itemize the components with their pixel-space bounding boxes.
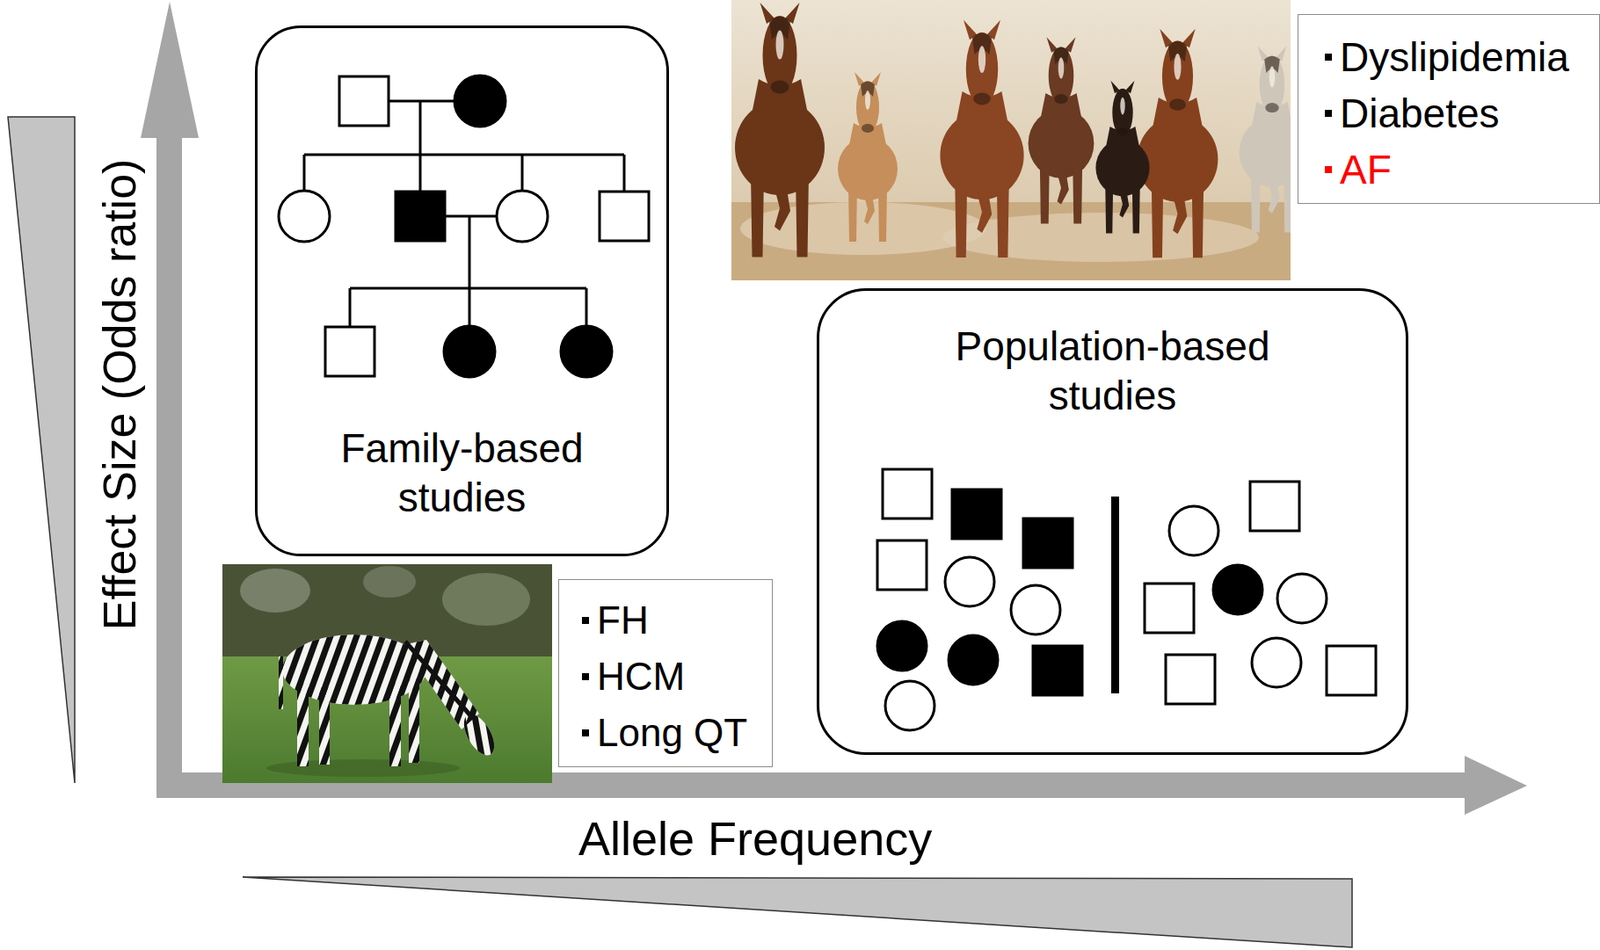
- item-text: Dyslipidemia: [1339, 29, 1570, 86]
- axis-label: Allele Frequency: [578, 811, 932, 866]
- horses-photo: [731, 0, 1291, 281]
- list-item: FH: [581, 592, 772, 649]
- bullet: [581, 673, 590, 681]
- frequency-wedge: [242, 877, 1353, 948]
- zebra-photo: [222, 564, 553, 784]
- list-item: Dyslipidemia: [1324, 29, 1600, 86]
- item-text: AF: [1339, 141, 1392, 198]
- effect-wedge: [7, 116, 75, 784]
- item-text: Diabetes: [1339, 85, 1500, 142]
- population-symbols: [877, 469, 1376, 731]
- study-box: Population-based studies: [816, 288, 1409, 756]
- box-title: Population-based studies: [923, 321, 1302, 421]
- box-title: Family-based studies: [317, 423, 608, 523]
- pedigree: [278, 75, 649, 378]
- list-item: AF: [1324, 141, 1600, 198]
- item-text: HCM: [596, 648, 685, 706]
- item-text: FH: [596, 592, 649, 649]
- list-item: Long QT: [581, 705, 772, 762]
- list-item: Diabetes: [1324, 85, 1600, 142]
- item-text: Long QT: [596, 705, 748, 762]
- axis-label: Effect Size (Odds ratio): [94, 159, 147, 632]
- list-item: HCM: [581, 648, 772, 706]
- bullet: [581, 729, 590, 737]
- disease-list-box: DyslipidemiaDiabetesAF: [1297, 14, 1600, 204]
- bullet: [1324, 166, 1332, 174]
- study-box: Family-based studies: [254, 25, 670, 557]
- bullet: [1324, 53, 1332, 61]
- bullet: [1324, 109, 1332, 117]
- bullet: [581, 617, 590, 625]
- disease-list-box: FHHCMLong QT: [558, 579, 773, 768]
